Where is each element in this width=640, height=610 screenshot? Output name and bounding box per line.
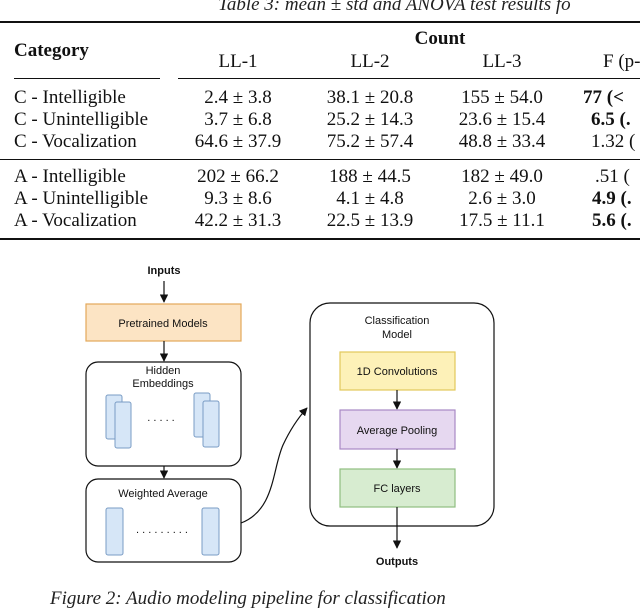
row-value-ll-1: 42.2 ± 31.3 [194, 210, 282, 231]
row-value-ll-1: 9.3 ± 8.6 [204, 188, 272, 209]
row-category: A - Unintelligible [14, 188, 149, 209]
row-value-ll-1: 202 ± 66.2 [197, 166, 279, 187]
category-underline [14, 78, 160, 79]
row-value-ll-3: 23.6 ± 15.4 [458, 109, 546, 130]
row-category: C - Vocalization [14, 131, 137, 152]
outputs-label: Outputs [376, 556, 418, 568]
header-f: F (p- [603, 51, 640, 72]
fc-box [339, 468, 456, 508]
classification-model-label-line1: Classification [365, 315, 430, 327]
table-bottom-rule [0, 238, 640, 240]
row-category: A - Intelligible [14, 166, 126, 187]
row-value-f: 77 (< [583, 87, 624, 108]
row-value-ll-1: 64.6 ± 37.9 [194, 131, 282, 152]
row-value-f: 5.6 (. [592, 210, 632, 231]
header-ll-3: LL-3 [482, 51, 522, 72]
embedding-rect [114, 401, 132, 449]
row-value-ll-2: 188 ± 44.5 [329, 166, 411, 187]
table-top-rule [0, 21, 640, 23]
pooling-box [339, 409, 456, 450]
fc-label: FC layers [373, 483, 421, 495]
row-value-ll-2: 22.5 ± 13.9 [326, 210, 414, 231]
pretrained-models-box [85, 303, 242, 342]
conv-label: 1D Convolutions [357, 366, 438, 378]
row-value-ll-3: 155 ± 54.0 [461, 87, 543, 108]
hidden-embeddings-label-line2: Embeddings [132, 378, 194, 390]
weighted-average-label: Weighted Average [118, 488, 208, 500]
conv-box [339, 351, 456, 391]
row-value-ll-2: 25.2 ± 14.3 [326, 109, 414, 130]
hidden-embeddings-dots: . . . . . [147, 412, 175, 424]
row-value-ll-2: 38.1 ± 20.8 [326, 87, 414, 108]
embedding-stack-left [105, 394, 132, 449]
row-value-ll-3: 2.6 ± 3.0 [468, 188, 536, 209]
row-category: A - Vocalization [14, 210, 137, 231]
row-value-ll-1: 2.4 ± 3.8 [204, 87, 272, 108]
row-value-ll-1: 3.7 ± 6.8 [204, 109, 272, 130]
classification-model-label-line2: Model [382, 329, 412, 341]
row-value-f: 6.5 (. [591, 109, 631, 130]
row-value-f: 1.32 ( [591, 131, 636, 152]
inputs-label: Inputs [148, 265, 181, 277]
connector-arrow [240, 407, 308, 524]
weighted-embedding-right [201, 507, 220, 556]
row-value-ll-3: 17.5 ± 11.1 [459, 210, 545, 231]
figure-caption: Figure 2: Audio modeling pipeline for cl… [50, 588, 446, 609]
table-caption: Table 3: mean ± std and ANOVA test resul… [218, 0, 571, 15]
row-category: C - Intelligible [14, 87, 126, 108]
section-divider [0, 159, 640, 160]
header-count: Count [414, 28, 466, 49]
header-category: Category [14, 40, 89, 61]
row-value-ll-3: 182 ± 49.0 [461, 166, 543, 187]
embedding-stack-right [193, 392, 220, 448]
row-value-f: 4.9 (. [592, 188, 632, 209]
hidden-embeddings-label-line1: Hidden [146, 365, 181, 377]
row-value-ll-2: 75.2 ± 57.4 [326, 131, 414, 152]
pooling-label: Average Pooling [357, 425, 438, 437]
header-ll-1: LL-1 [218, 51, 258, 72]
header-ll-2: LL-2 [350, 51, 390, 72]
count-underline [178, 78, 640, 79]
row-value-ll-2: 4.1 ± 4.8 [336, 188, 404, 209]
weighted-average-dots: . . . . . . . . . [136, 524, 188, 536]
row-category: C - Unintelligible [14, 109, 149, 130]
row-value-ll-3: 48.8 ± 33.4 [458, 131, 546, 152]
weighted-embedding-left [105, 507, 124, 556]
row-value-f: .51 ( [595, 166, 630, 187]
embedding-rect [202, 400, 220, 448]
pretrained-models-label: Pretrained Models [118, 318, 208, 330]
